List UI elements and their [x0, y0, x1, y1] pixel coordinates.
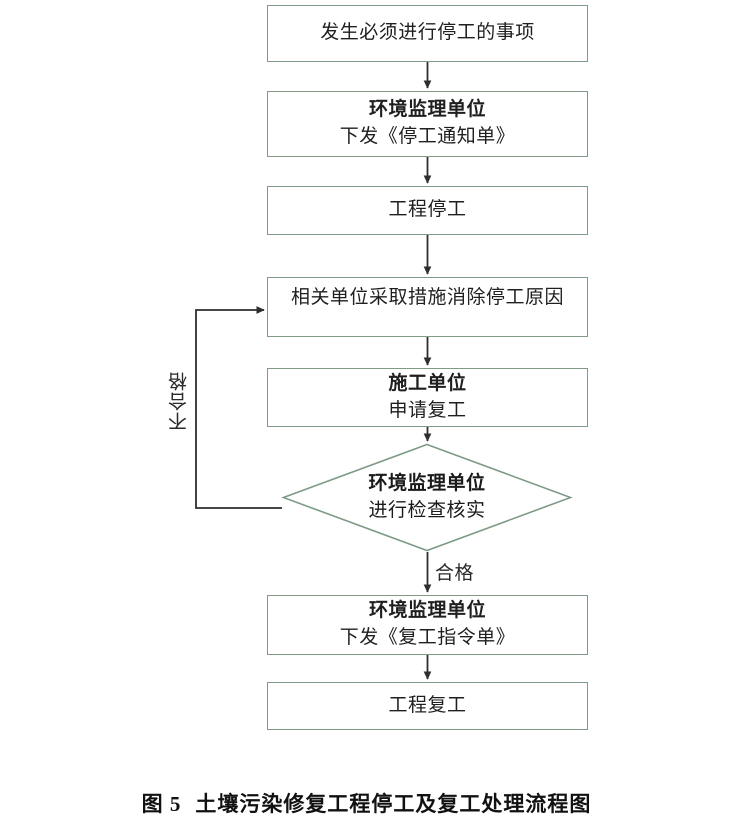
edge-label-fail: 不合格: [169, 371, 190, 431]
node-line: 施工单位: [388, 372, 467, 394]
diamond-shape: [281, 443, 573, 552]
node-line: 工程停工: [388, 199, 467, 221]
node-line: 申请复工: [388, 399, 467, 421]
node-project-stopped[interactable]: 工程停工: [267, 186, 588, 235]
node-line: 相关单位采取措施消除停工原因: [290, 287, 564, 308]
edge-label-pass: 合格: [435, 563, 475, 584]
node-line: 下发《复工指令单》: [339, 627, 516, 648]
node-trigger-event[interactable]: 发生必须进行停工的事项: [267, 5, 588, 62]
figure-caption: 图 5 土壤污染修复工程停工及复工处理流程图: [0, 788, 733, 818]
node-line: 环境监理单位: [368, 99, 486, 121]
node-line: 下发《停工通知单》: [339, 126, 516, 147]
node-line: 工程复工: [388, 694, 467, 716]
figure-number: 图 5: [141, 792, 182, 816]
node-line: 环境监理单位: [368, 600, 486, 622]
node-eliminate-cause[interactable]: 相关单位采取措施消除停工原因: [267, 277, 588, 337]
node-issue-stop-notice[interactable]: 环境监理单位 下发《停工通知单》: [267, 91, 588, 157]
node-issue-resume-order[interactable]: 环境监理单位 下发《复工指令单》: [267, 595, 588, 655]
figure-title: 土壤污染修复工程停工及复工处理流程图: [195, 792, 592, 816]
node-inspection-check[interactable]: 环境监理单位 进行检查核实: [281, 443, 573, 552]
node-line: 发生必须进行停工的事项: [320, 22, 535, 44]
node-apply-resume[interactable]: 施工单位 申请复工: [267, 368, 588, 427]
node-project-resumed[interactable]: 工程复工: [267, 682, 588, 730]
